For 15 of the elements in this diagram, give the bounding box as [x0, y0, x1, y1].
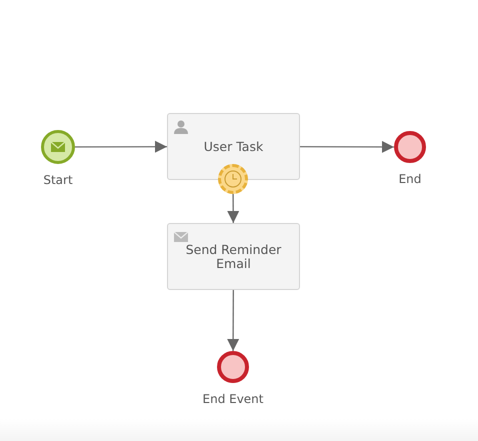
event-label: End Event	[202, 392, 264, 406]
arrow	[75, 140, 167, 153]
task-box	[167, 223, 300, 290]
task-label: User Task	[204, 140, 264, 154]
arrow	[227, 290, 240, 351]
end-event-circle	[394, 131, 426, 163]
arrow	[227, 194, 240, 223]
event-label: End	[398, 172, 422, 186]
event-label: Start	[43, 173, 73, 187]
arrow	[300, 140, 394, 153]
end-event-circle	[217, 351, 249, 383]
start-event-circle	[41, 130, 75, 164]
task-box	[167, 113, 300, 180]
timer-event-circle	[218, 164, 248, 194]
task-label: Send Reminder Email	[184, 242, 282, 270]
